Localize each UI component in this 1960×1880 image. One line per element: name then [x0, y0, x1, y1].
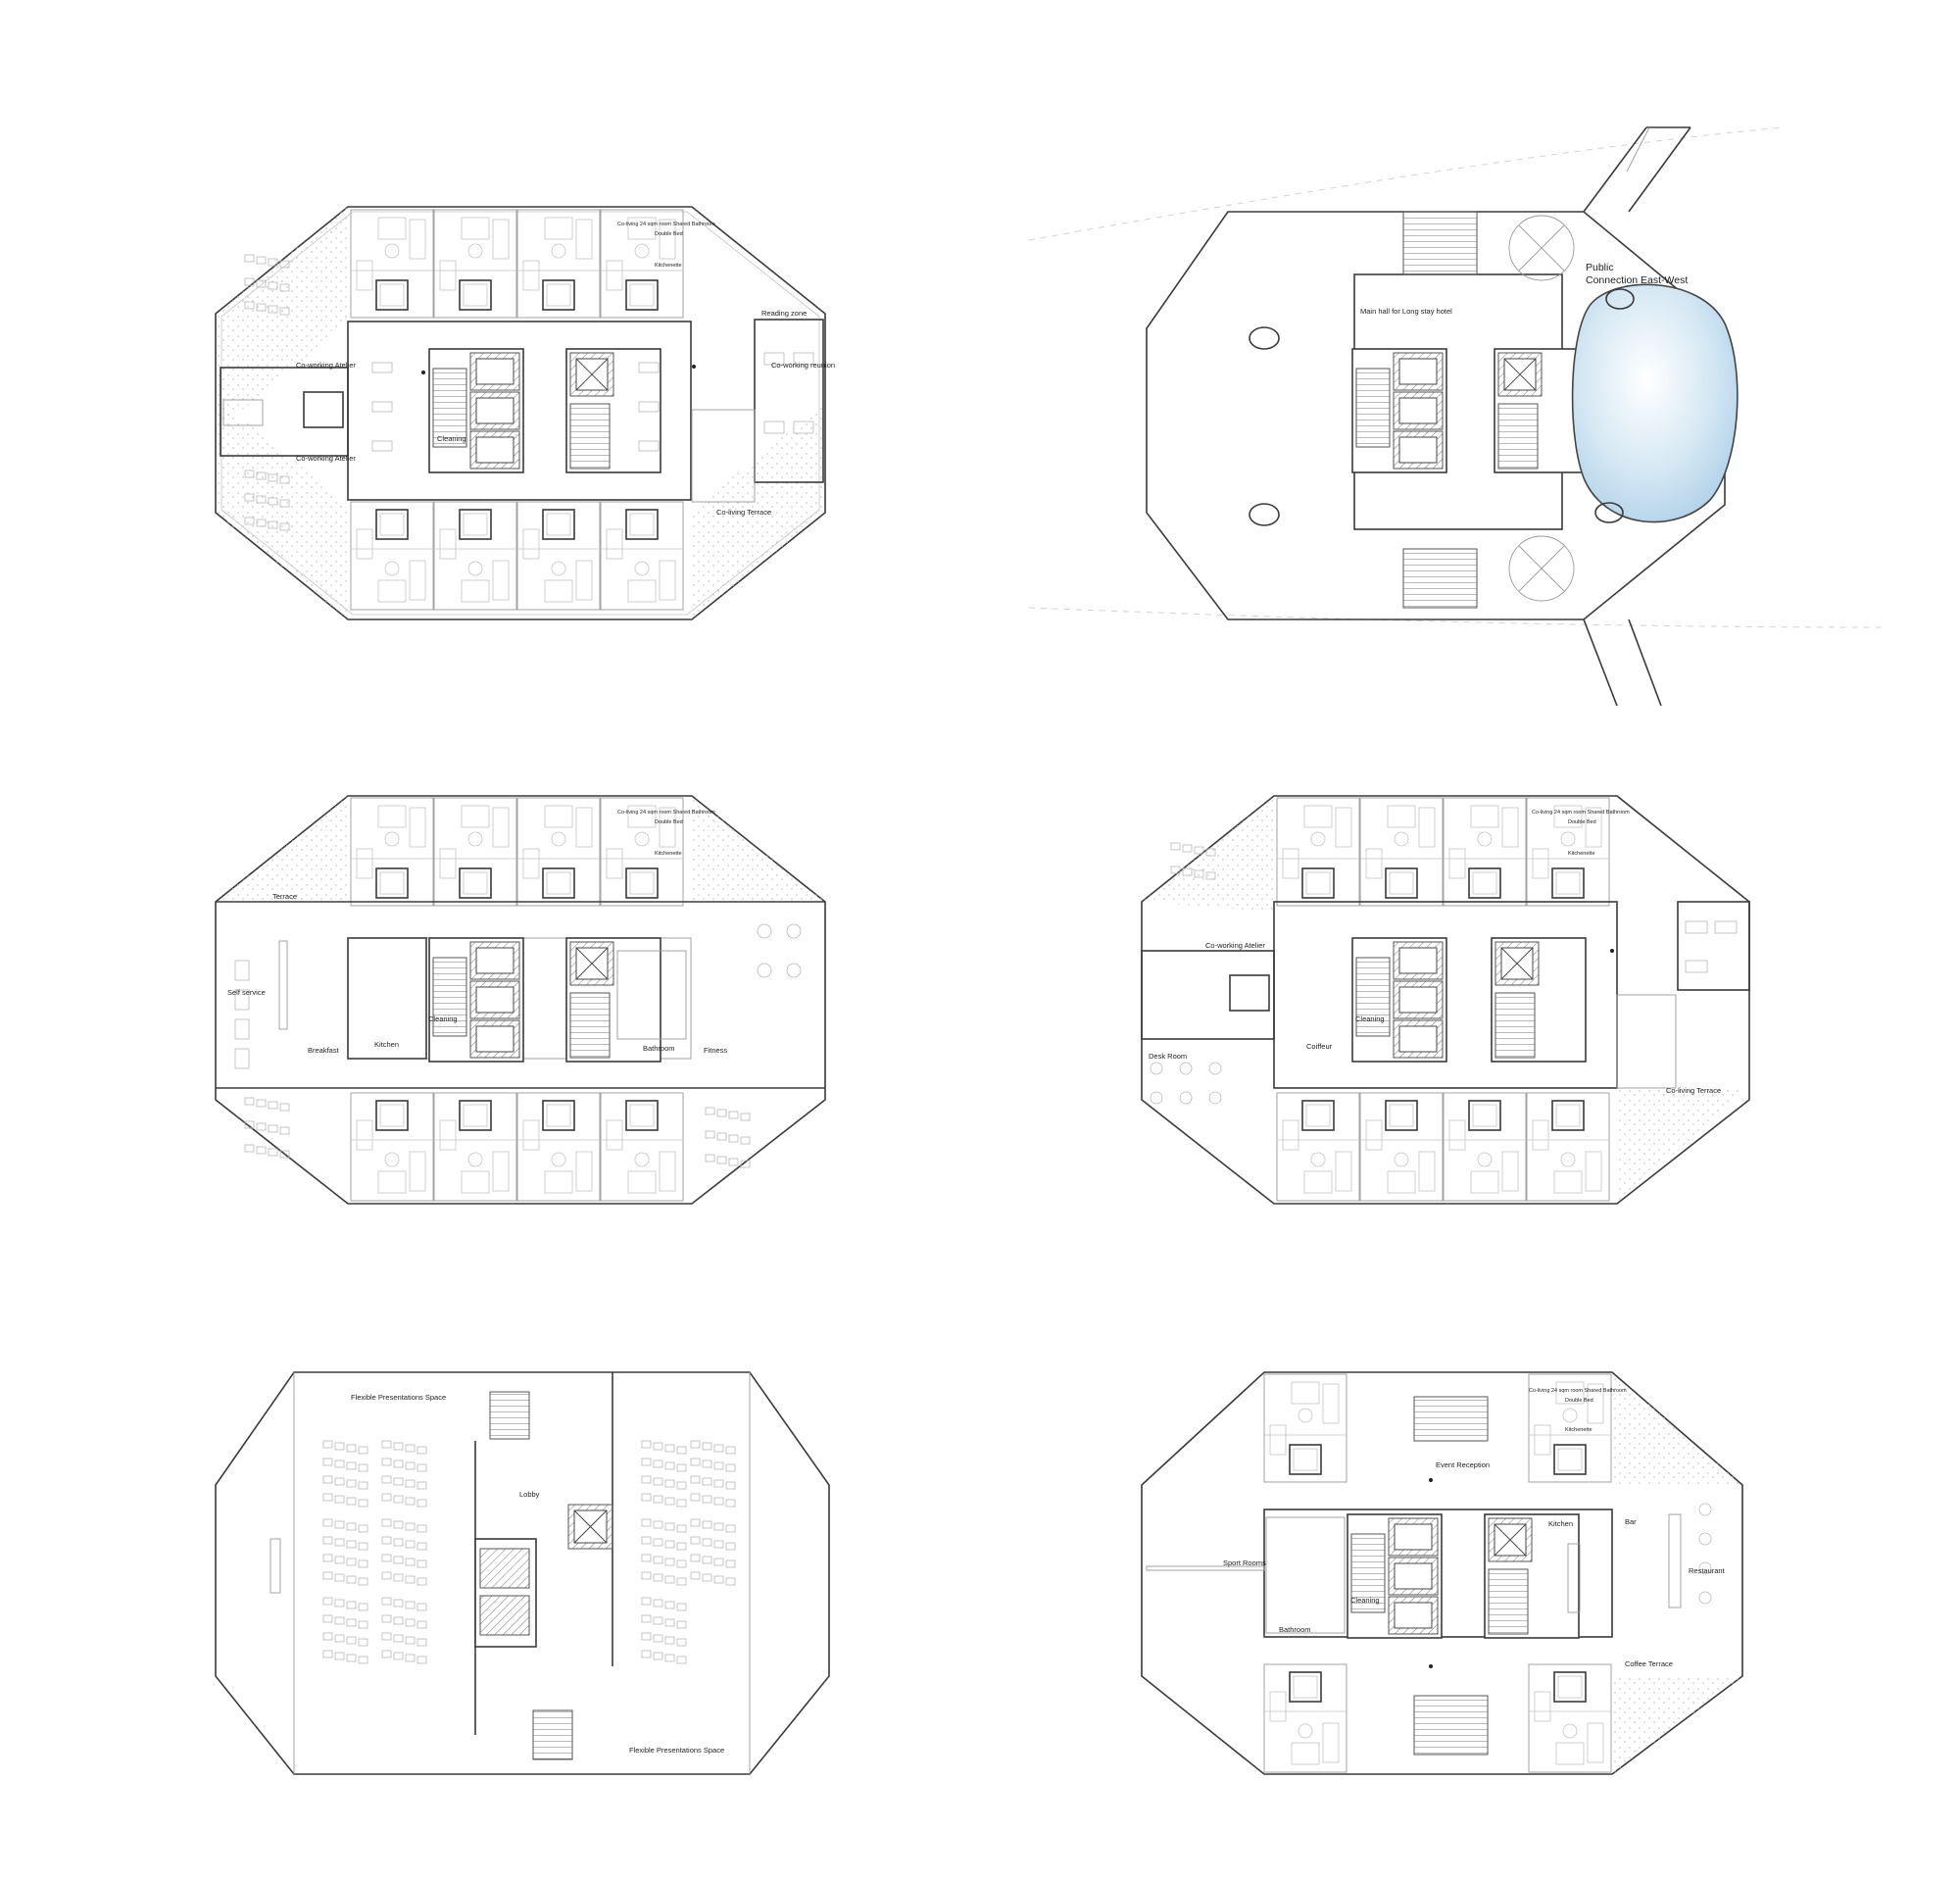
plan-coliving-floor-a: Co-working Atelier Co-working Atelier Re…	[215, 206, 835, 620]
label-coliving-room: Co-living 24 sqm room Shared Bathroom	[617, 222, 715, 227]
plan-service-floor: Terrace Self service Breakfast Kitchen C…	[215, 795, 826, 1205]
pool	[1571, 283, 1739, 523]
label-bathroom: Bathroom	[1279, 1625, 1311, 1634]
label-kitchenette: Kitchenette	[655, 851, 682, 857]
label-coiffeur: Coiffeur	[1306, 1042, 1333, 1051]
label-coliving-room: Co-living 24 sqm room Shared Bathroom	[617, 810, 715, 816]
label-flexible-space-2: Flexible Presentations Space	[629, 1746, 724, 1755]
label-terrace: Terrace	[272, 892, 297, 901]
label-coliving-terrace: Co-living Terrace	[716, 508, 771, 517]
label-self-service: Self service	[227, 988, 266, 997]
plan-event-floor: Event Reception Kitchen Bar Restaurant S…	[1141, 1371, 1743, 1775]
plan-ground-floor: Public Connection East-West Main hall fo…	[1028, 126, 1883, 707]
label-restaurant: Restaurant	[1689, 1566, 1726, 1575]
label-connection-east-west: Connection East-West	[1586, 274, 1688, 286]
label-kitchen: Kitchen	[1548, 1519, 1573, 1528]
label-cleaning: Cleaning	[1355, 1014, 1385, 1023]
label-cleaning: Cleaning	[1350, 1596, 1380, 1605]
label-coworking-atelier-2: Co-working Atelier	[296, 454, 356, 463]
label-double-bed: Double Bed	[1565, 1398, 1593, 1404]
label-double-bed: Double Bed	[1568, 819, 1596, 825]
label-lobby: Lobby	[519, 1490, 540, 1499]
label-breakfast: Breakfast	[308, 1046, 340, 1055]
label-coworking-reunion: Co-working reunion	[771, 361, 835, 370]
label-flexible-space-1: Flexible Presentations Space	[351, 1393, 446, 1402]
label-kitchen: Kitchen	[374, 1040, 399, 1049]
label-double-bed: Double Bed	[655, 819, 683, 825]
label-double-bed: Double Bed	[655, 231, 683, 237]
label-fitness: Fitness	[704, 1046, 727, 1055]
plan-coliving-floor-b: Co-working Atelier Desk Room Coiffeur Cl…	[1141, 795, 1750, 1205]
label-coworking-atelier-1: Co-working Atelier	[296, 361, 356, 370]
label-coliving-terrace: Co-living Terrace	[1666, 1086, 1721, 1095]
plan-presentation-floor: Flexible Presentations Space Lobby Flexi…	[215, 1371, 830, 1775]
label-main-hall: Main hall for Long stay hotel	[1360, 307, 1452, 316]
label-cleaning: Cleaning	[437, 434, 466, 443]
label-cleaning: Cleaning	[428, 1014, 458, 1023]
label-coworking-atelier: Co-working Atelier	[1205, 941, 1265, 950]
label-reading-zone: Reading zone	[761, 309, 807, 318]
label-kitchenette: Kitchenette	[1565, 1427, 1592, 1433]
label-desk-room: Desk Room	[1149, 1052, 1187, 1061]
label-coliving-room: Co-living 24 sqm room Shared Bathroom	[1529, 1388, 1627, 1394]
label-bathroom: Bathroom	[643, 1044, 675, 1053]
label-bar: Bar	[1625, 1517, 1637, 1526]
label-coliving-room: Co-living 24 sqm room Shared Bathroom	[1532, 810, 1630, 816]
label-coffee-terrace: Coffee Terrace	[1625, 1659, 1673, 1668]
label-sport-rooms: Sport Rooms	[1223, 1558, 1266, 1567]
label-public: Public	[1586, 262, 1614, 273]
label-kitchenette: Kitchenette	[655, 263, 682, 269]
label-kitchenette: Kitchenette	[1568, 851, 1595, 857]
label-event-reception: Event Reception	[1436, 1460, 1490, 1469]
